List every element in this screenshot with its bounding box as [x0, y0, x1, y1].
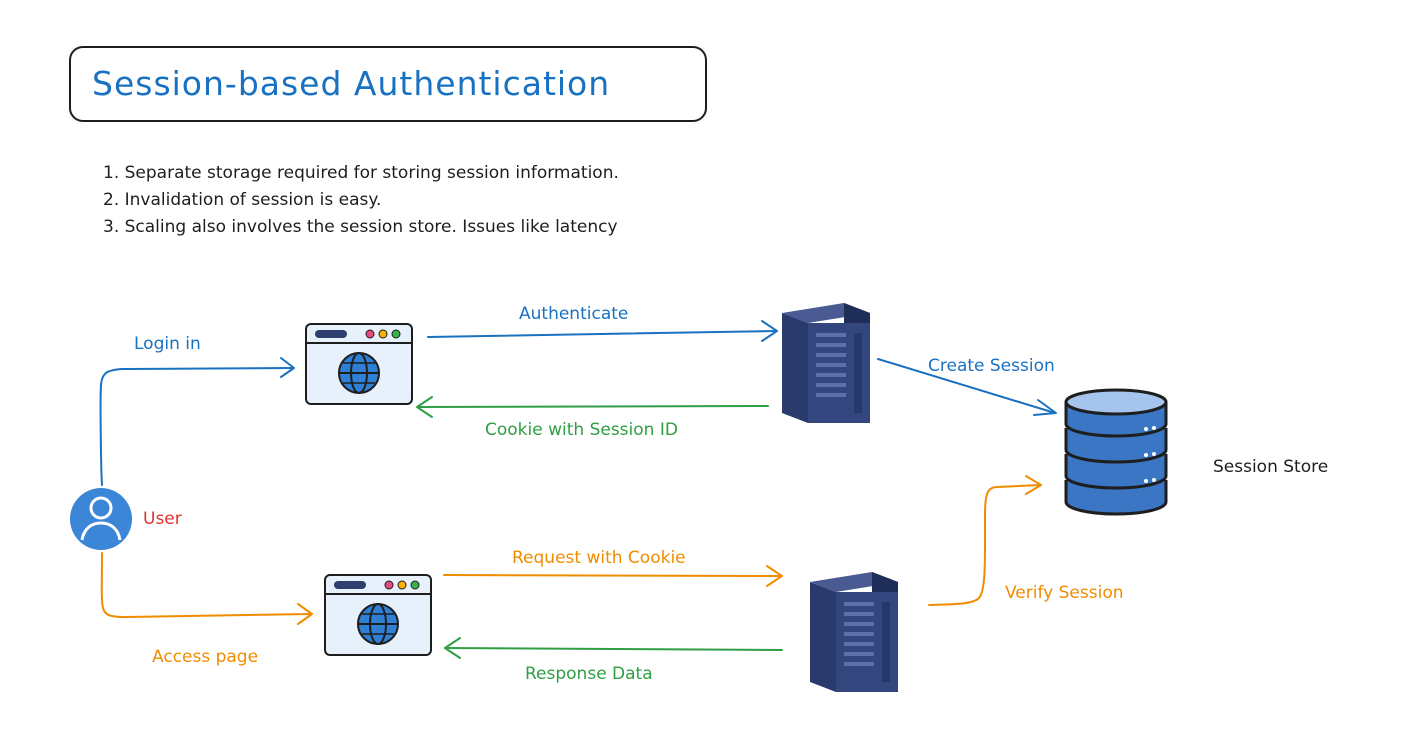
create-session-arrow-head [1033, 399, 1057, 416]
request-arrow [443, 574, 782, 577]
login-arrow [99, 367, 294, 486]
create-session-label: Create Session [928, 356, 1055, 376]
request-arrow-head [766, 565, 783, 587]
user-avatar-icon [70, 488, 132, 550]
server-icon [782, 303, 870, 423]
user-label: User [143, 509, 182, 529]
diagram-title: Session-based Authentication [92, 64, 611, 103]
cookie-arrow [417, 405, 769, 408]
verify-label: Verify Session [1005, 583, 1124, 603]
note-item: 2. Invalidation of session is easy. [103, 190, 382, 210]
title-box [69, 46, 707, 122]
response-arrow-head [444, 637, 461, 659]
response-arrow [445, 647, 783, 651]
session-store-label: Session Store [1213, 457, 1329, 477]
verify-arrow [928, 484, 1041, 606]
request-label: Request with Cookie [512, 548, 686, 568]
cookie-arrow-head [416, 396, 433, 418]
browser-window-icon [324, 574, 432, 656]
create-session-arrow [877, 358, 1056, 414]
login-label: Login in [134, 334, 201, 354]
login-arrow-head [280, 357, 295, 378]
access-arrow [100, 552, 313, 618]
note-item: 3. Scaling also involves the session sto… [103, 217, 618, 237]
response-label: Response Data [525, 664, 653, 684]
authenticate-arrow-head [761, 320, 778, 342]
cookie-label: Cookie with Session ID [485, 420, 678, 440]
server-icon [810, 572, 898, 692]
verify-arrow-head [1025, 475, 1042, 495]
note-item: 1. Separate storage required for storing… [103, 163, 619, 183]
browser-window-icon [305, 323, 413, 405]
authenticate-label: Authenticate [519, 304, 629, 324]
authenticate-arrow [427, 330, 777, 338]
access-arrow-head [297, 603, 313, 625]
database-icon [1064, 388, 1168, 516]
access-label: Access page [152, 647, 259, 667]
notes-list: 1. Separate storage required for storing… [103, 160, 619, 241]
